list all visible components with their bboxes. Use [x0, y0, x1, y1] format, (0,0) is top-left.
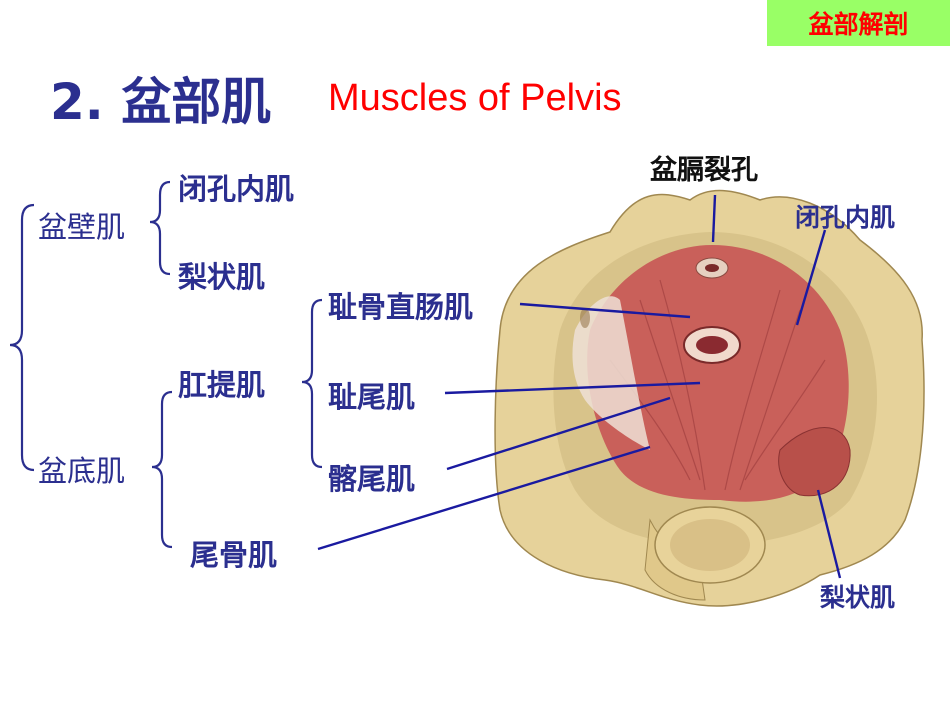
section-badge: 盆部解剖	[767, 0, 950, 46]
piriformis-label: 梨状肌	[178, 260, 266, 294]
coccygeus-label: 尾骨肌	[190, 538, 278, 572]
figure-piriformis-label: 梨状肌	[820, 583, 896, 612]
page-title: 2. 盆部肌	[50, 73, 272, 131]
figure-obturator-label: 闭孔内肌	[795, 203, 896, 232]
levator-ani-label: 肛提肌	[178, 368, 266, 402]
iliococcygeus-label: 髂尾肌	[328, 462, 416, 496]
pelvic-hiatus-label: 盆膈裂孔	[650, 155, 758, 186]
pubococcygeus-label: 耻尾肌	[328, 380, 416, 414]
pelvic-floor-muscles-label: 盆底肌	[38, 454, 126, 488]
puborectalis-label: 耻骨直肠肌	[328, 290, 474, 324]
obturator-internus-label: 闭孔内肌	[178, 172, 295, 206]
pelvic-wall-muscles-label: 盆壁肌	[38, 210, 126, 244]
page-subtitle: Muscles of Pelvis	[328, 77, 622, 119]
